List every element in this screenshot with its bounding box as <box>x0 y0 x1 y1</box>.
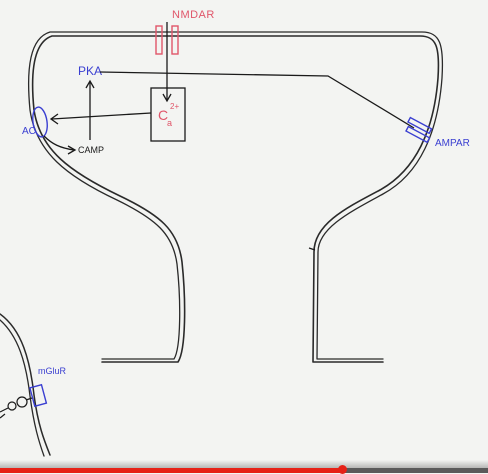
video-player-gradient <box>0 460 488 468</box>
nmdar-channel <box>155 25 179 55</box>
nmdar-left-subunit <box>155 25 163 55</box>
calcium-to-ac-arrow <box>49 112 152 125</box>
second-neuron-membrane-inner <box>0 319 45 457</box>
membrane-outer-line <box>31 35 440 363</box>
mglur-ligand-chain <box>0 396 33 419</box>
ampar-label: AMPAR <box>435 138 470 149</box>
video-progress-scrubber[interactable] <box>337 465 347 474</box>
mglur-receptor <box>29 383 48 408</box>
video-progress-played <box>0 468 342 473</box>
calcium-charge: 2+ <box>170 102 179 111</box>
nmdar-label: NMDAR <box>172 9 215 21</box>
camp-label: CAMP <box>78 145 104 155</box>
ac-to-camp-arrow <box>43 135 77 155</box>
ampar-channel <box>405 116 433 144</box>
nmdar-right-subunit <box>171 25 179 55</box>
pka-label: PKA <box>78 64 102 78</box>
stalk-tick-mark <box>308 247 316 251</box>
second-neuron-membrane-outer <box>0 313 51 456</box>
ampar-upper-subunit <box>407 116 433 135</box>
calcium-label: C <box>158 107 168 123</box>
calcium-subscript: a <box>167 118 172 128</box>
ampar-lower-subunit <box>405 125 431 144</box>
membrane-inner-line <box>27 31 444 360</box>
ac-enzyme <box>32 106 48 138</box>
calcium-influx-arrow <box>162 22 172 103</box>
spine-membrane <box>0 31 444 457</box>
video-progress-bar[interactable] <box>0 465 488 474</box>
pka-to-ampar-line <box>99 71 415 129</box>
camp-to-pka-arrow <box>85 79 95 140</box>
ac-label: AC <box>22 126 36 137</box>
mglur-label: mGluR <box>38 366 67 376</box>
calcium-box <box>150 87 186 142</box>
